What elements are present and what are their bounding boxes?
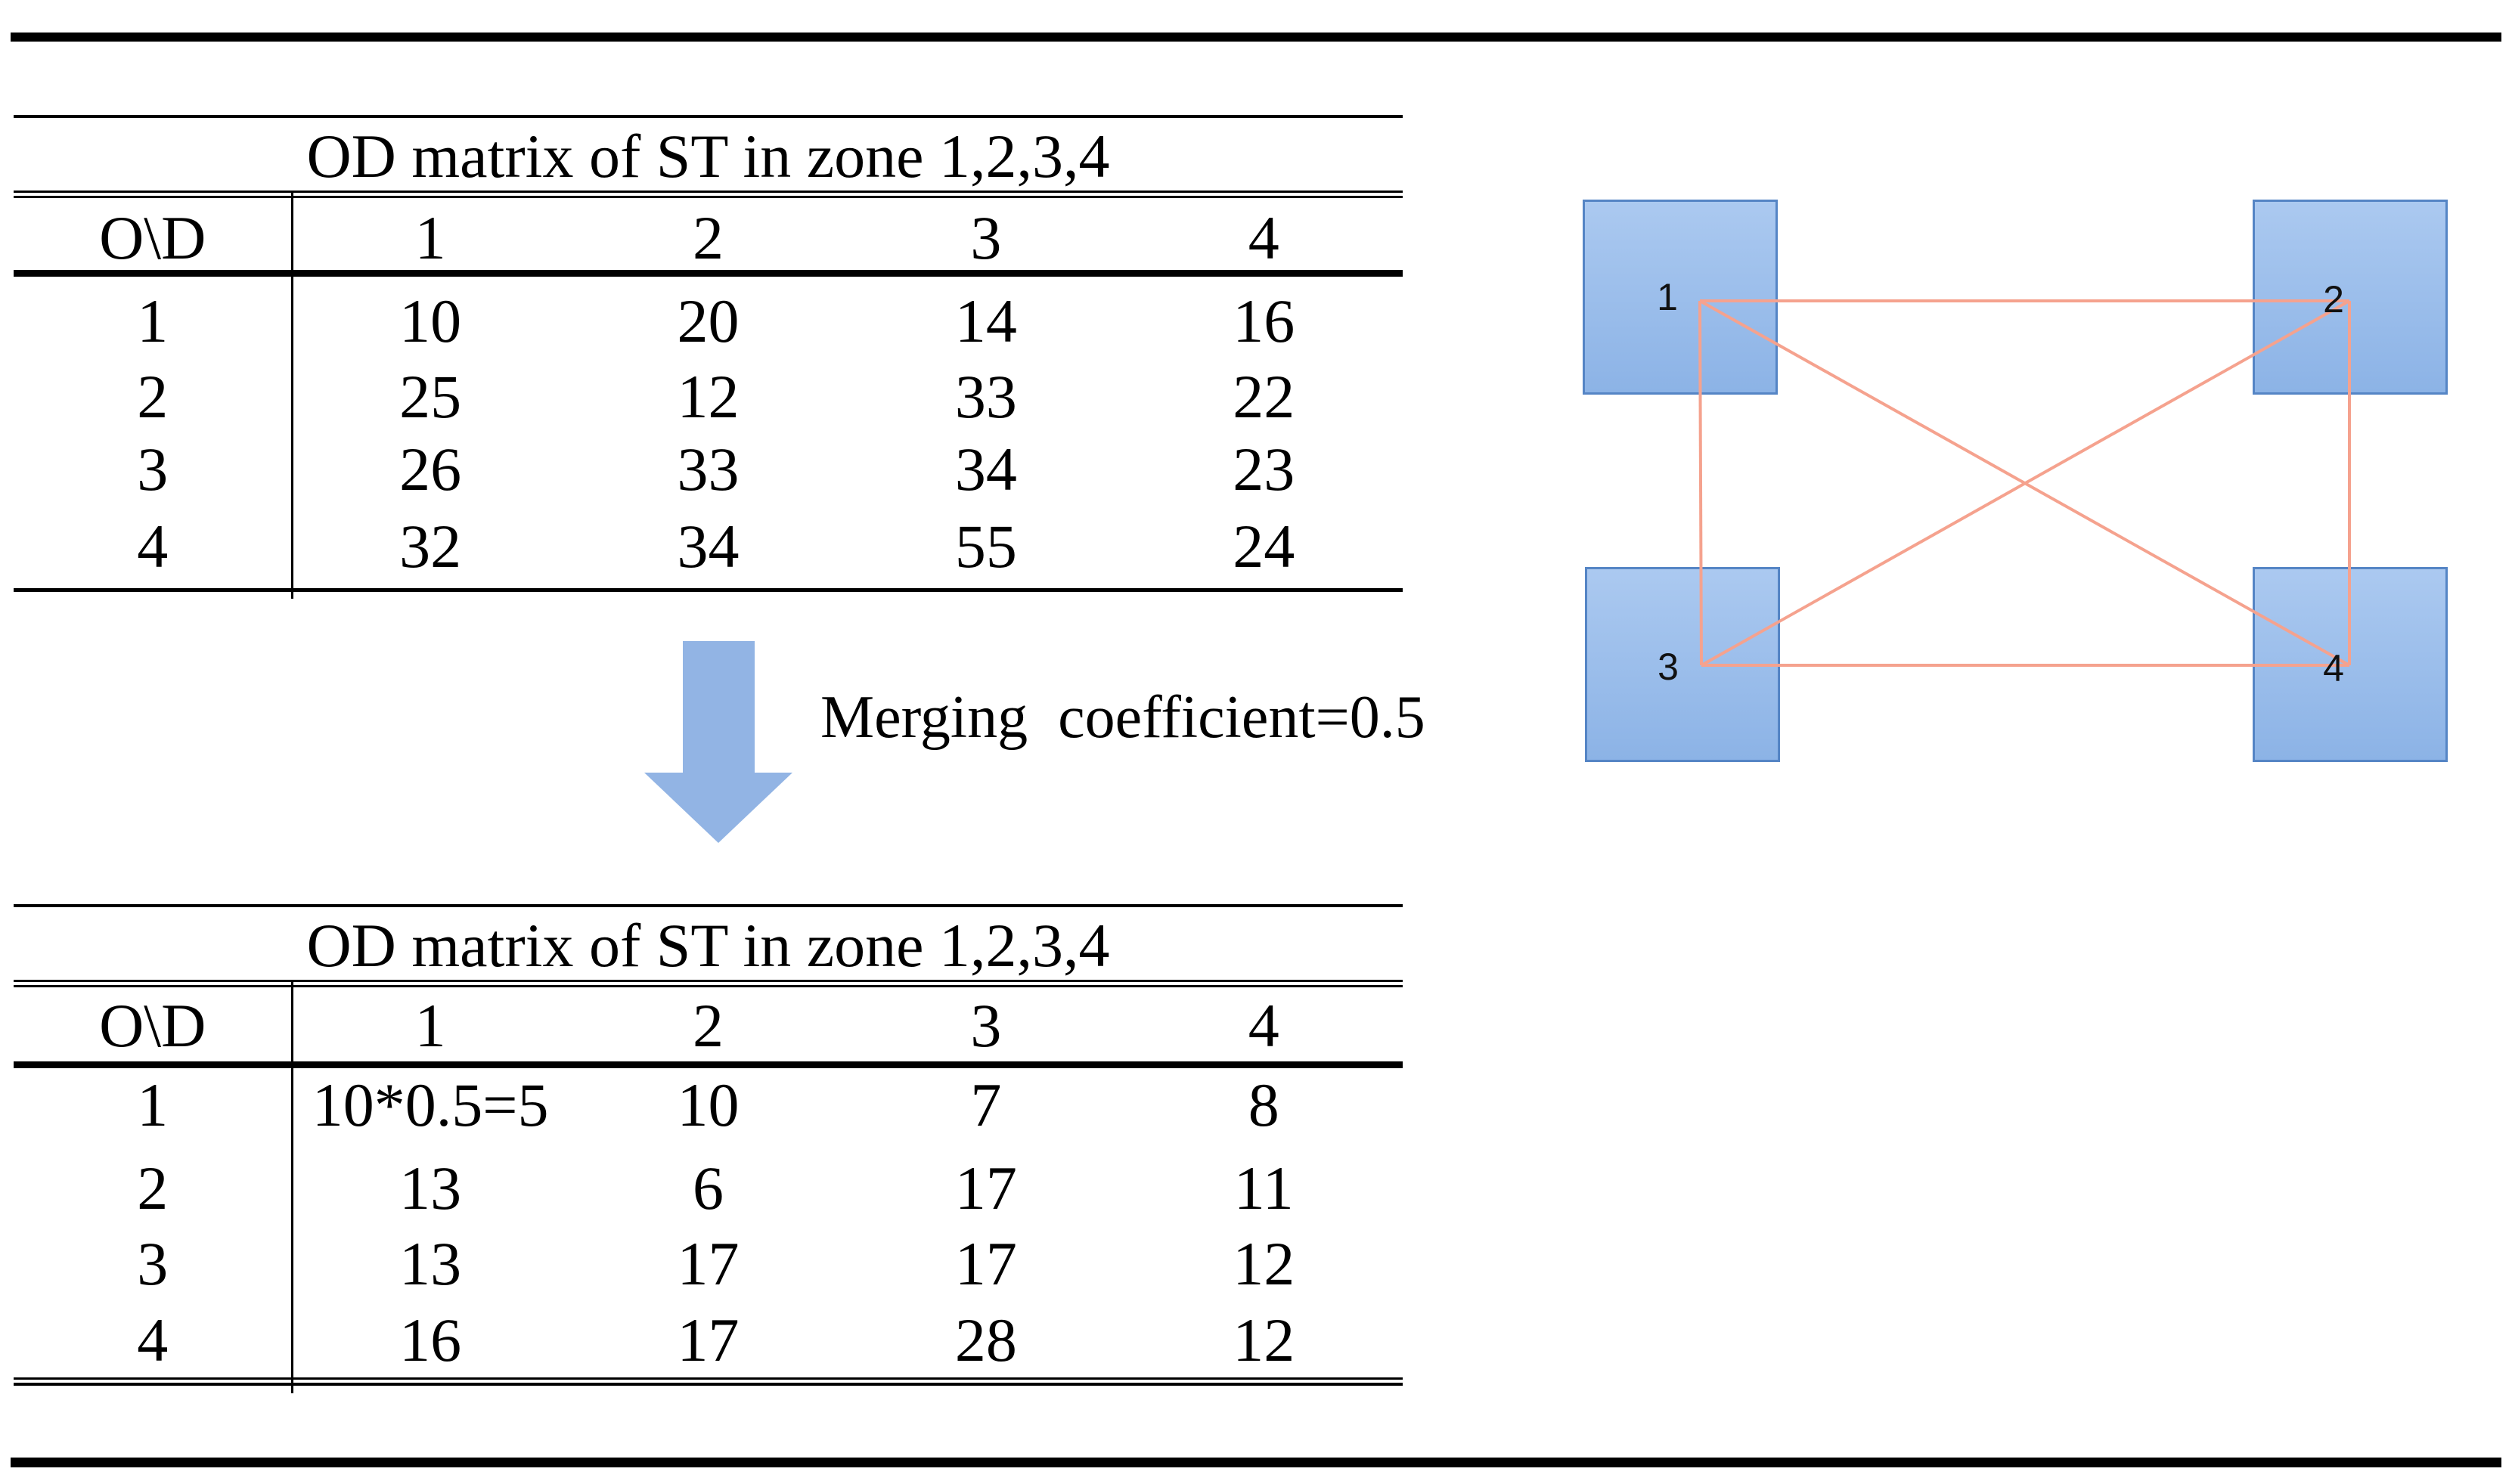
column-header: 2	[692, 203, 724, 272]
table-row: 3 13 17 17 12	[14, 1230, 1403, 1298]
table-cell: 6	[692, 1154, 724, 1222]
zone-node-1-label: 1	[1657, 276, 1678, 318]
table-row: 3 26 33 34 23	[14, 435, 1403, 503]
merge-coefficient-label: Merging coefficient=0.5	[820, 684, 1425, 751]
figure-top-border	[11, 33, 2501, 42]
table-cell: 32	[399, 512, 462, 581]
column-header: 1	[414, 203, 446, 272]
table-cell: 28	[954, 1306, 1017, 1374]
table-rule	[14, 985, 1403, 987]
column-header: 2	[692, 991, 724, 1060]
table-cell: 17	[954, 1229, 1017, 1298]
table-cell: 10	[677, 1070, 740, 1139]
table-cell: 12	[1233, 1229, 1295, 1298]
table-rule	[14, 1377, 1403, 1380]
table-rule	[14, 1383, 1403, 1386]
table-rule	[14, 196, 1403, 198]
table-rule	[14, 115, 1403, 118]
zone-node-3-label: 3	[1658, 646, 1679, 688]
table-cell: 23	[1233, 435, 1295, 503]
row-label: 4	[137, 512, 169, 581]
table-cell: 13	[399, 1154, 462, 1222]
table-header-row: O\D 1 2 3 4	[14, 992, 1403, 1060]
corner-header-cell: O\D	[99, 991, 206, 1060]
table-cell: 10	[399, 287, 462, 355]
table-cell: 17	[677, 1306, 740, 1374]
row-label: 2	[137, 362, 169, 431]
table-cell: 34	[954, 435, 1017, 503]
figure-bottom-border	[11, 1458, 2501, 1467]
table-rule	[14, 980, 1403, 982]
table-row: 1 10 20 14 16	[14, 287, 1403, 355]
table-cell: 12	[677, 362, 740, 431]
table-row: 4 32 34 55 24	[14, 513, 1403, 581]
table-rule-heavy	[14, 1061, 1403, 1068]
column-header: 3	[970, 203, 1002, 272]
table-cell: 22	[1233, 362, 1295, 431]
column-header: 1	[414, 991, 446, 1060]
table-cell: 11	[1233, 1154, 1294, 1222]
zone-node-3	[1585, 567, 1780, 762]
row-label: 3	[137, 435, 169, 503]
table-header-row: O\D 1 2 3 4	[14, 204, 1403, 272]
table-cell: 14	[954, 287, 1017, 355]
row-label: 3	[137, 1229, 169, 1298]
row-label: 1	[137, 1070, 169, 1139]
table-column-divider	[291, 193, 293, 599]
table-rule	[14, 191, 1403, 193]
table-cell: 24	[1233, 512, 1295, 581]
table-cell: 34	[677, 512, 740, 581]
table-cell: 26	[399, 435, 462, 503]
table-row: 2 13 6 17 11	[14, 1154, 1403, 1222]
table-row: 1 10*0.5=5 10 7 8	[14, 1071, 1403, 1139]
table-cell: 13	[399, 1229, 462, 1298]
table-title: OD matrix of ST in zone 1,2,3,4	[306, 122, 1110, 191]
table-cell: 33	[954, 362, 1017, 431]
table-cell: 10*0.5=5	[312, 1070, 549, 1139]
table-cell: 25	[399, 362, 462, 431]
table-column-divider	[291, 982, 293, 1393]
column-header: 3	[970, 991, 1002, 1060]
table-cell: 16	[1233, 287, 1295, 355]
table-cell: 16	[399, 1306, 462, 1374]
table-cell: 12	[1233, 1306, 1295, 1374]
row-label: 1	[137, 287, 169, 355]
table-title: OD matrix of ST in zone 1,2,3,4	[306, 911, 1110, 980]
table-cell: 55	[954, 512, 1017, 581]
column-header: 4	[1248, 991, 1279, 1060]
corner-header-cell: O\D	[99, 203, 206, 272]
table-rule-heavy	[14, 270, 1403, 277]
table-row: 2 25 12 33 22	[14, 363, 1403, 431]
zone-node-4	[2253, 567, 2448, 762]
table-cell: 33	[677, 435, 740, 503]
zone-node-1	[1583, 200, 1778, 395]
row-label: 2	[137, 1154, 169, 1222]
table-cell: 17	[677, 1229, 740, 1298]
table-cell: 8	[1248, 1070, 1279, 1139]
table-cell: 7	[970, 1070, 1002, 1139]
row-label: 4	[137, 1306, 169, 1374]
zone-node-2	[2253, 200, 2448, 395]
table-row: 4 16 17 28 12	[14, 1306, 1403, 1374]
table-cell: 17	[954, 1154, 1017, 1222]
table-rule	[14, 904, 1403, 907]
table-rule	[14, 588, 1403, 592]
zone-node-4-label: 4	[2323, 647, 2344, 689]
zone-node-2-label: 2	[2323, 278, 2344, 321]
column-header: 4	[1248, 203, 1279, 272]
table-cell: 20	[677, 287, 740, 355]
merge-arrow-icon	[644, 641, 792, 843]
